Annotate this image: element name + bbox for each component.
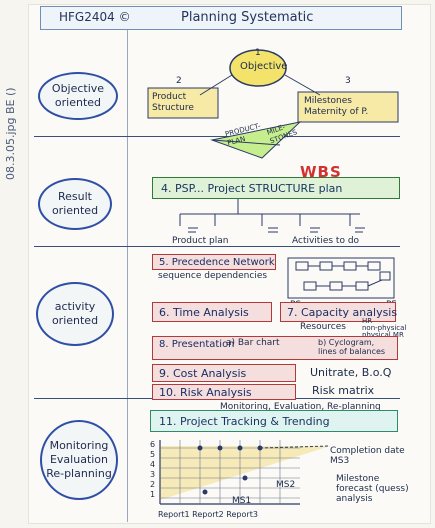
y-tick-2: 2	[150, 480, 156, 489]
section-monitoring: Monitoring Evaluation Re-planning	[40, 420, 118, 500]
ms1-label: MS1	[232, 496, 252, 506]
wbs-label: WBS	[300, 163, 342, 181]
sequence-dependencies-note: sequence dependencies	[158, 271, 268, 281]
section-divider-1	[34, 136, 400, 137]
page-title: Planning Systematic	[181, 10, 314, 25]
tracking-box: 11. Project Tracking & Trending	[150, 410, 398, 432]
risk-matrix-note: Risk matrix	[312, 384, 375, 397]
monitoring-subtitle: Monitoring, Evaluation, Re-planning	[220, 402, 381, 412]
y-tick-5: 5	[150, 450, 156, 459]
result-oriented-label: Result oriented	[51, 190, 99, 217]
section-result-oriented: Result oriented	[38, 178, 112, 230]
presentation-label: 8. Presentation	[159, 339, 235, 350]
section-objective-oriented: Objective oriented	[38, 72, 118, 120]
cost-analysis-box: 9. Cost Analysis	[152, 364, 296, 382]
completion-date-note: Completion date MS3	[330, 446, 405, 466]
ms2-label: MS2	[276, 480, 296, 490]
psp-box: 4. PSP... Project STRUCTURE plan	[152, 177, 400, 199]
section-divider-2	[34, 246, 400, 247]
bar-chart-label: a) Bar chart	[226, 338, 280, 348]
risk-analysis-box: 10. Risk Analysis	[152, 384, 296, 400]
y-tick-1: 1	[150, 490, 156, 499]
objective-number: 1	[255, 48, 261, 58]
cost-methods-note: Unitrate, B.o.Q	[310, 366, 392, 379]
milestones-number: 3	[345, 76, 351, 86]
objective-label: Objective	[240, 61, 288, 72]
product-plan-caption: Product plan	[172, 236, 229, 246]
product-structure-label: Product Structure	[152, 92, 194, 113]
presentation-box: 8. Presentation	[152, 336, 398, 360]
resources-label: Resources	[300, 322, 346, 332]
document-code: HFG2404 ©	[59, 10, 131, 24]
cyclogram-label: b) Cyclogram, lines of balances	[318, 338, 386, 356]
monitoring-label: Monitoring Evaluation Re-planning	[46, 439, 112, 480]
y-tick-4: 4	[150, 460, 156, 469]
y-axis-ticks: 6 5 4 3 2 1	[150, 440, 155, 500]
column-divider	[127, 30, 128, 522]
precedence-network-box: 5. Precedence Network	[152, 254, 276, 270]
activities-caption: Activities to do	[292, 236, 360, 246]
capacity-analysis-box: 7. Capacity analysis	[280, 302, 397, 322]
y-tick-6: 6	[150, 440, 156, 449]
resources-note: HR non-physical physical MR	[362, 317, 407, 339]
time-analysis-box: 6. Time Analysis	[152, 302, 272, 322]
milestone-analysis-note: Milestone forecast (quess) analysis	[336, 474, 409, 504]
header-bar: HFG2404 © Planning Systematic	[40, 6, 402, 30]
report-labels: Report1 Report2 Report3	[158, 510, 258, 519]
y-tick-3: 3	[150, 470, 156, 479]
activity-oriented-label: activity oriented	[51, 300, 99, 327]
milestones-label: Milestones Maternity of P.	[304, 96, 369, 117]
objective-oriented-label: Objective oriented	[51, 82, 105, 109]
section-activity-oriented: activity oriented	[36, 282, 114, 346]
product-structure-number: 2	[176, 76, 182, 86]
